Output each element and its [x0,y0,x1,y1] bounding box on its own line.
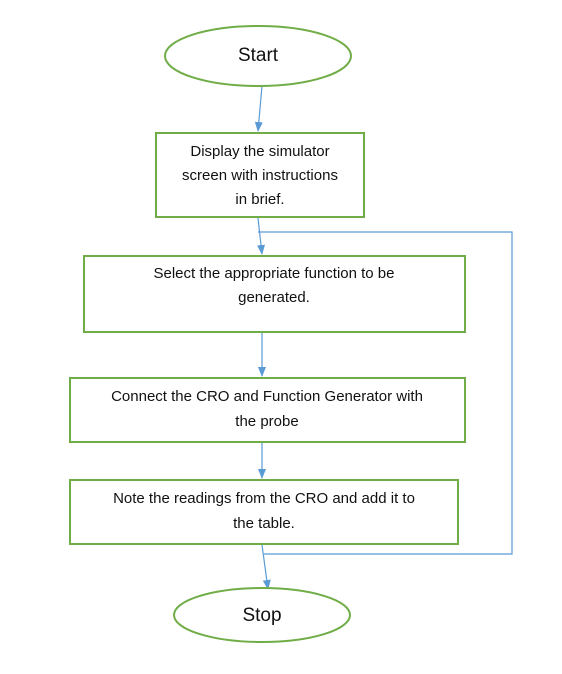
start-label: Start [238,45,279,66]
step-text-line: generated. [238,289,310,306]
connector-note-to-stop [261,544,271,590]
step-text-line: Connect the CRO and Function Generator w… [111,388,423,405]
stop-label: Stop [242,605,281,626]
step-text-line: the table. [233,515,295,532]
start-node: Start [164,25,352,87]
stop-node: Stop [173,587,351,643]
loop-back-connector [258,231,513,555]
step-text-line: screen with instructions [182,167,338,184]
step-connect-cro: Connect the CRO and Function Generator w… [69,377,466,443]
step-display-simulator: Display the simulator screen with instru… [155,132,365,218]
step-text-line: in brief. [235,191,284,208]
step-note-readings: Note the readings from the CRO and add i… [69,479,459,545]
step-text-line: Display the simulator [190,143,329,160]
step-text-line: Note the readings from the CRO and add i… [113,490,415,507]
connector-start-to-display [254,85,263,132]
step-text-line: Select the appropriate function to be [154,265,395,282]
connector-display-to-select [257,217,265,255]
step-text-line: the probe [235,413,298,430]
step-select-function: Select the appropriate function to be ge… [83,255,466,333]
